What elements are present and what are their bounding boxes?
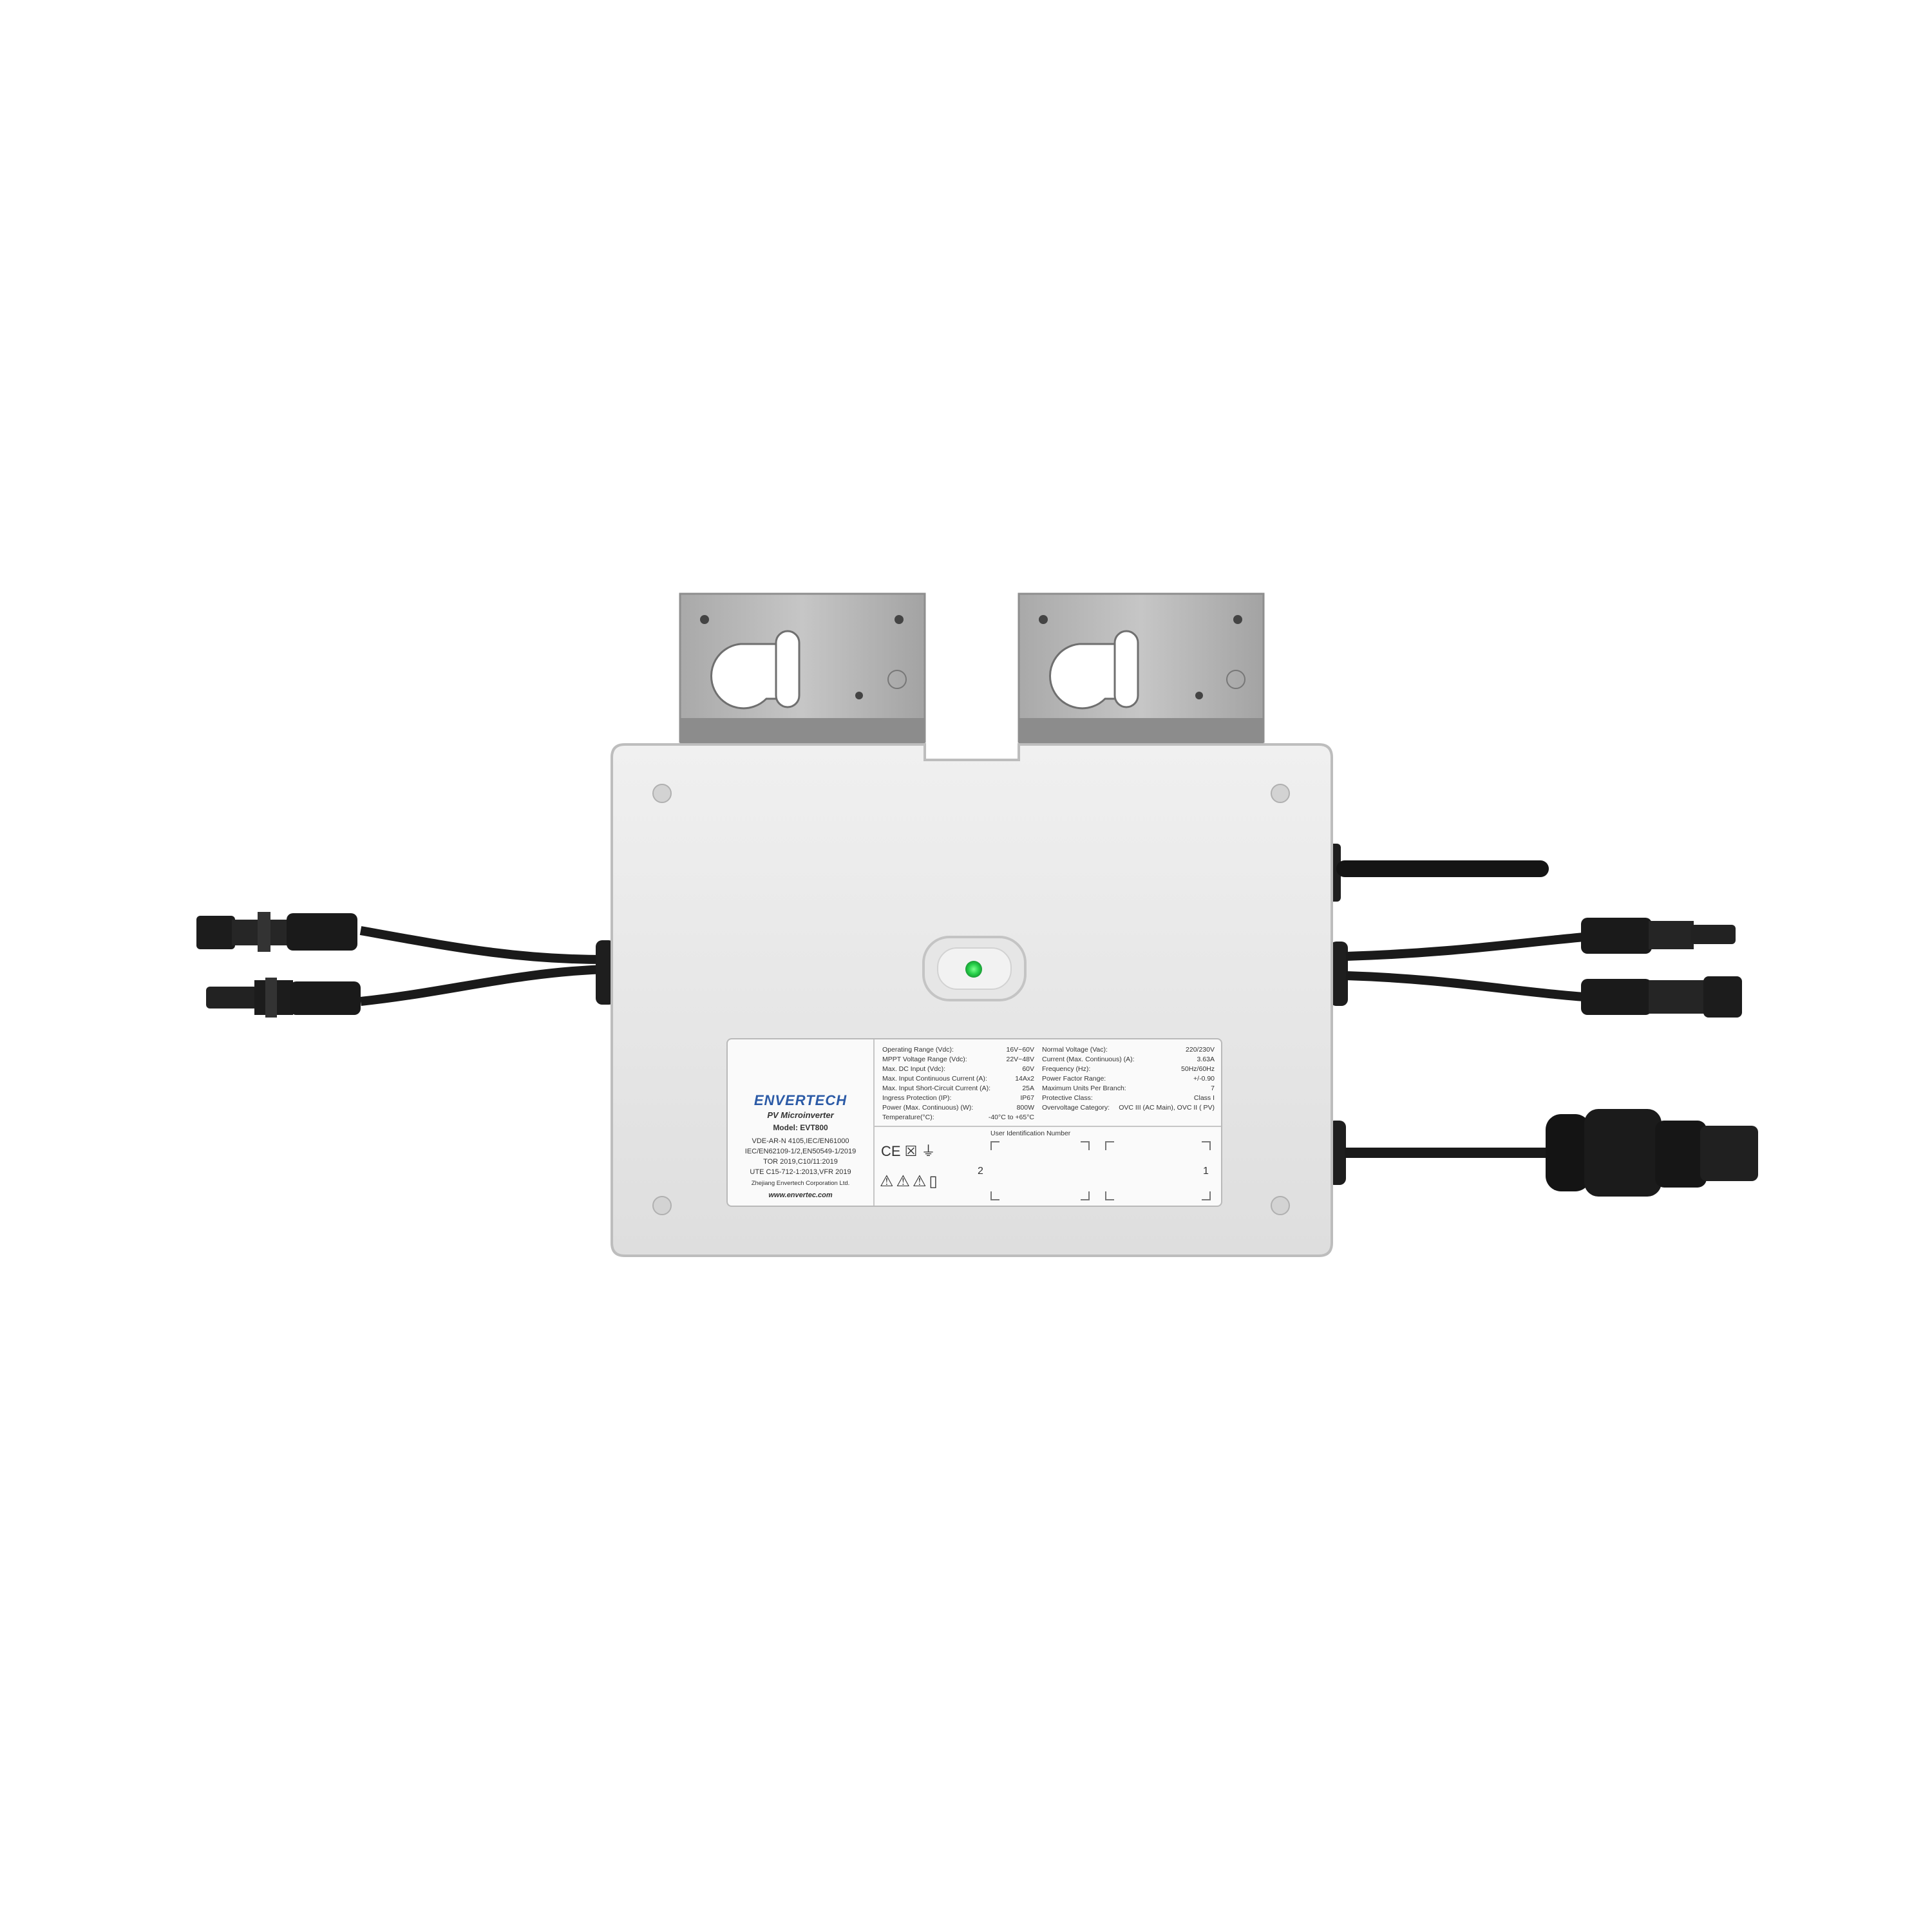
mounting-bracket-right (1018, 592, 1265, 745)
mc4-connector-right-top (1581, 918, 1736, 954)
slot-corner (1202, 1141, 1211, 1150)
standard-line-3: TOR 2019,C10/11:2019 (763, 1158, 838, 1166)
user-id-slot-1-label: 1 (1203, 1166, 1209, 1177)
warning-symbols-icon: ⚠⚠⚠▯ (880, 1173, 940, 1190)
status-led (965, 961, 982, 978)
dc-cables-left (359, 926, 615, 1006)
user-id-title: User Identification Number (990, 1130, 1071, 1137)
manufacturer-name: Zhejiang Envertech Corporation Ltd. (751, 1180, 850, 1187)
slot-corner (1105, 1141, 1114, 1150)
spec-row: Maximum Units Per Branch:7 (1042, 1084, 1215, 1092)
spec-row: Max. Input Continuous Current (A):14Ax2 (882, 1075, 1034, 1083)
label-divider (875, 1126, 1221, 1127)
slot-corner (990, 1141, 999, 1150)
standard-line-2: IEC/EN62109-1/2,EN50549-1/2019 (744, 1148, 857, 1155)
dc-cables-right (1330, 933, 1585, 1006)
spec-row: Current (Max. Continuous) (A):3.63A (1042, 1056, 1215, 1063)
label-spec-panel: Operating Range (Vdc):16V~60V MPPT Volta… (875, 1039, 1221, 1206)
standard-line-4: UTE C15-712-1:2013,VFR 2019 (750, 1168, 851, 1176)
spec-row: Power (Max. Continuous) (W):800W (882, 1104, 1034, 1112)
spec-row: Max. Input Short-Circuit Current (A):25A (882, 1084, 1034, 1092)
brand-name: ENVERTECH (753, 1092, 848, 1108)
ac-connector (1546, 1109, 1758, 1197)
product-type: PV Microinverter (767, 1110, 834, 1120)
model-number: Model: EVT800 (773, 1123, 828, 1132)
slot-corner (990, 1191, 999, 1200)
website-url: www.envertec.com (768, 1191, 833, 1199)
spec-row: Overvoltage Category:OVC III (AC Main), … (1042, 1104, 1215, 1112)
slot-corner (1081, 1141, 1090, 1150)
spec-row: Ingress Protection (IP):IP67 (882, 1094, 1034, 1102)
spec-row: Temperature(°C):-40°C to +65°C (882, 1113, 1034, 1121)
product-label: ENVERTECH PV Microinverter Model: EVT800… (726, 1038, 1222, 1207)
mounting-bracket-left (679, 592, 926, 745)
slot-corner (1202, 1191, 1211, 1200)
slot-corner (1081, 1191, 1090, 1200)
spec-row: Power Factor Range:+/-0.90 (1042, 1075, 1215, 1083)
spec-row: Max. DC Input (Vdc):60V (882, 1065, 1034, 1073)
ac-cable (1328, 1121, 1552, 1185)
spec-row: Protective Class:Class I (1042, 1094, 1215, 1102)
mc4-connector-right-bottom (1581, 976, 1742, 1018)
mc4-connector-left-top (196, 912, 357, 952)
mc4-connector-left-bottom (206, 978, 361, 1018)
spec-row: Normal Voltage (Vac):220/230V (1042, 1046, 1215, 1054)
standard-line-1: VDE-AR-N 4105,IEC/EN61000 (752, 1137, 849, 1145)
antenna (1328, 844, 1549, 902)
user-id-slot-2-label: 2 (978, 1166, 983, 1177)
spec-row: Operating Range (Vdc):16V~60V (882, 1046, 1034, 1054)
certification-marks-icon: CE ☒ ⏚ (881, 1143, 936, 1159)
spec-row: MPPT Voltage Range (Vdc):22V~48V (882, 1056, 1034, 1063)
spec-row: Frequency (Hz):50Hz/60Hz (1042, 1065, 1215, 1073)
label-brand-panel: ENVERTECH PV Microinverter Model: EVT800… (728, 1039, 875, 1206)
slot-corner (1105, 1191, 1114, 1200)
